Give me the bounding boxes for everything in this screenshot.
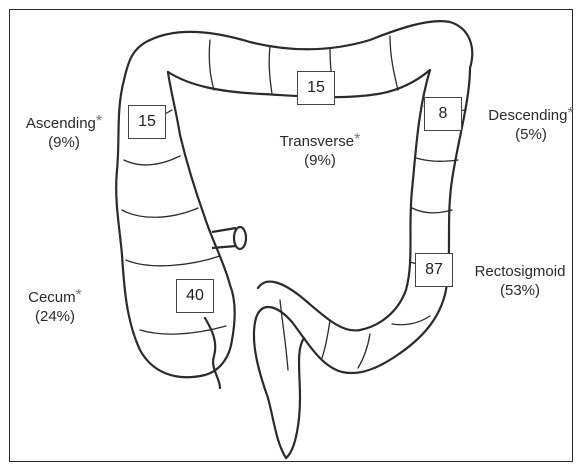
- transverse-asterisk: *: [354, 131, 360, 148]
- ascending-count: 15: [138, 113, 156, 131]
- cecum-percent: (24%): [14, 307, 96, 326]
- cecum-count: 40: [186, 287, 204, 305]
- ileum-opening: [234, 227, 246, 249]
- descending-percent: (5%): [485, 125, 577, 144]
- transverse-name: Transverse: [280, 133, 354, 150]
- ascending-percent: (9%): [18, 133, 110, 152]
- ascending-count-box: 15: [128, 105, 166, 139]
- ascending-name: Ascending: [26, 115, 96, 132]
- descending-count: 8: [439, 105, 448, 123]
- transverse-count-box: 15: [297, 71, 335, 105]
- ascending-colon-outline: [116, 40, 235, 377]
- transverse-label: Transverse* (9%): [272, 130, 368, 170]
- rectosigmoid-count-box: 87: [415, 253, 453, 287]
- rectosigmoid-count: 87: [425, 261, 443, 279]
- rectosigmoid-label: Rectosigmoid (53%): [470, 262, 570, 300]
- ascending-asterisk: *: [96, 113, 102, 130]
- cecum-count-box: 40: [176, 279, 214, 313]
- descending-name: Descending: [488, 107, 567, 124]
- descending-asterisk: *: [567, 105, 573, 122]
- cecum-asterisk: *: [76, 287, 82, 304]
- rectosigmoid-percent: (53%): [470, 281, 570, 300]
- cecum-label: Cecum* (24%): [14, 286, 96, 326]
- cecum-name: Cecum: [28, 289, 76, 306]
- descending-label: Descending* (5%): [485, 104, 577, 144]
- transverse-percent: (9%): [272, 151, 368, 170]
- rectosigmoid-name: Rectosigmoid: [475, 263, 566, 280]
- transverse-colon-outline: [150, 21, 472, 68]
- transverse-count: 15: [307, 79, 325, 97]
- descending-count-box: 8: [424, 97, 462, 131]
- ascending-label: Ascending* (9%): [18, 112, 110, 152]
